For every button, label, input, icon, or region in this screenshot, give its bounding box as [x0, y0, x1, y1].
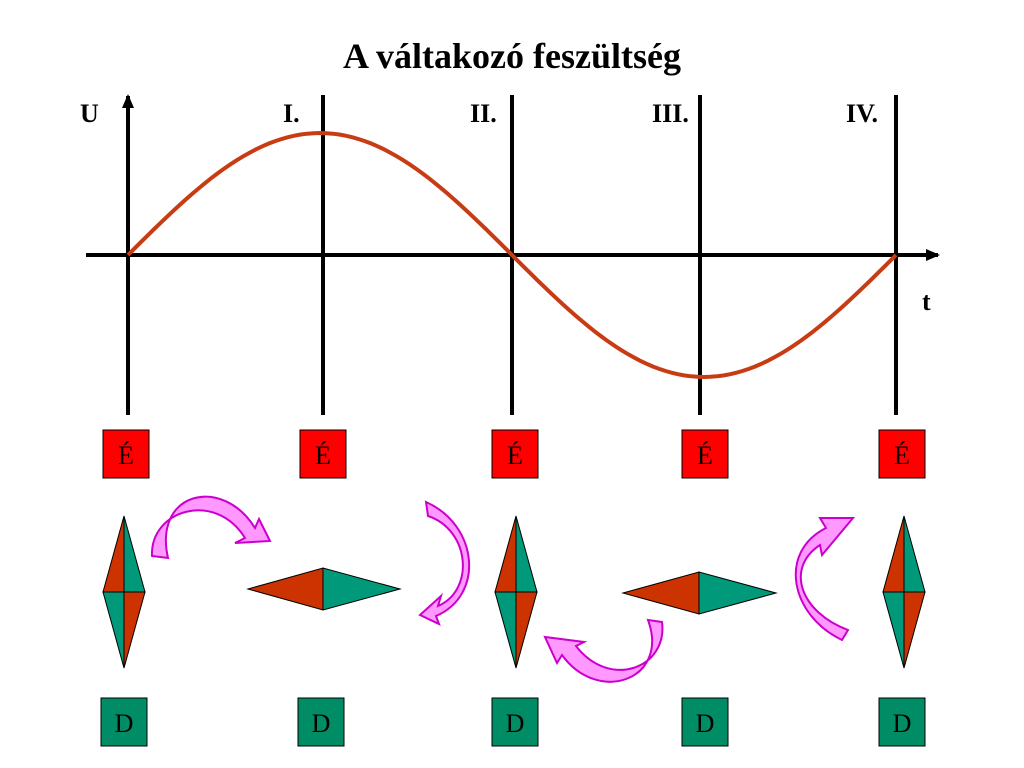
marker-label-4: IV. [846, 99, 878, 128]
rotation-arrow-3-icon [543, 618, 664, 683]
south-label: D [696, 709, 715, 738]
marker-label-1: I. [283, 99, 300, 128]
north-label: É [507, 441, 523, 470]
north-label: É [697, 441, 713, 470]
north-label: É [315, 441, 331, 470]
south-box-3: D [491, 697, 539, 747]
compass-needle-horizontal-2 [621, 571, 778, 615]
compass-needle-vertical-2 [494, 515, 538, 669]
compass-needle-vertical-3 [882, 515, 926, 669]
y-axis-label: U [80, 99, 99, 128]
south-box-1: D [100, 697, 148, 747]
rotation-arrow-4-icon [794, 517, 856, 642]
north-box-3: É [491, 429, 539, 479]
marker-label-3: III. [652, 99, 689, 128]
south-label: D [506, 709, 525, 738]
compass-needle-horizontal-1 [246, 567, 402, 611]
south-label: D [115, 709, 134, 738]
rotation-arrow-1-icon [150, 495, 272, 560]
north-label: É [894, 441, 910, 470]
south-label: D [312, 709, 331, 738]
compass-needle-vertical-1 [102, 515, 146, 669]
marker-label-2: II. [470, 99, 497, 128]
north-box-4: É [681, 429, 729, 479]
sine-curve [126, 130, 898, 380]
south-box-2: D [297, 697, 345, 747]
south-box-5: D [878, 697, 926, 747]
north-label: É [118, 441, 134, 470]
south-box-4: D [681, 697, 729, 747]
south-label: D [893, 709, 912, 738]
slide-title: A váltakozó feszültség [343, 36, 681, 76]
x-axis-label: t [922, 287, 931, 316]
north-box-5: É [878, 429, 926, 479]
north-box-1: É [102, 429, 150, 479]
north-box-2: É [299, 429, 347, 479]
rotation-arrow-2-icon [418, 500, 471, 626]
